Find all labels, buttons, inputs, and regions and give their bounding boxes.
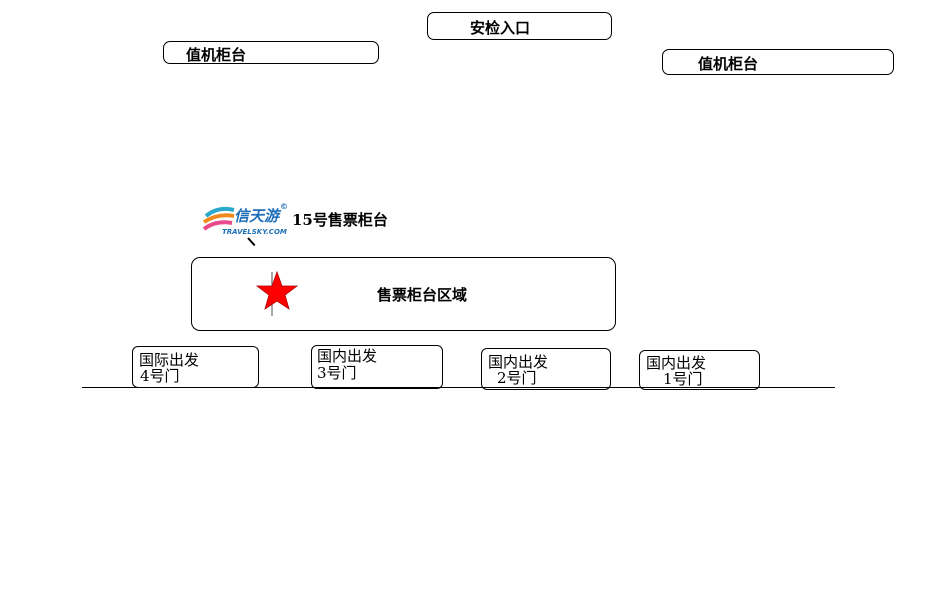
gate-2-line1: 国内出发 xyxy=(488,353,549,371)
travelsky-logo: 信天游 © TRAVELSKY.COM xyxy=(200,202,292,242)
location-star-icon xyxy=(256,270,299,316)
gate-4-line1: 国际出发 xyxy=(139,351,200,369)
gate-3-line2: 3号门 xyxy=(317,364,357,382)
ticket-counter-label: 15号售票柜台 xyxy=(292,211,388,229)
terminal-baseline xyxy=(82,387,835,388)
gate-1-line2: 1号门 xyxy=(663,370,703,388)
ticket-counter-area: 售票柜台区域 xyxy=(191,257,616,331)
ticket-counter-area-label: 售票柜台区域 xyxy=(377,286,468,304)
gate-2: 国内出发 2号门 xyxy=(481,348,611,390)
gate-1: 国内出发 1号门 xyxy=(639,350,760,390)
checkin-counter-left-label: 值机柜台 xyxy=(186,46,247,64)
logo-name: 信天游 xyxy=(234,207,280,225)
gate-4: 国际出发 4号门 xyxy=(132,346,259,388)
security-entrance-label: 安检入口 xyxy=(470,19,531,37)
gate-3-line1: 国内出发 xyxy=(317,347,378,365)
gate-1-line1: 国内出发 xyxy=(646,354,707,372)
checkin-counter-right: 值机柜台 xyxy=(662,49,894,75)
gate-4-line2: 4号门 xyxy=(140,367,180,385)
logo-mark: © xyxy=(280,202,288,211)
checkin-counter-left: 值机柜台 xyxy=(163,41,379,64)
logo-url: TRAVELSKY.COM xyxy=(222,228,287,236)
gate-3: 国内出发 3号门 xyxy=(311,345,443,389)
gate-2-line2: 2号门 xyxy=(497,369,537,387)
travelsky-swoosh-icon xyxy=(202,206,235,231)
security-entrance-box: 安检入口 xyxy=(427,12,612,40)
checkin-counter-right-label: 值机柜台 xyxy=(698,55,759,73)
